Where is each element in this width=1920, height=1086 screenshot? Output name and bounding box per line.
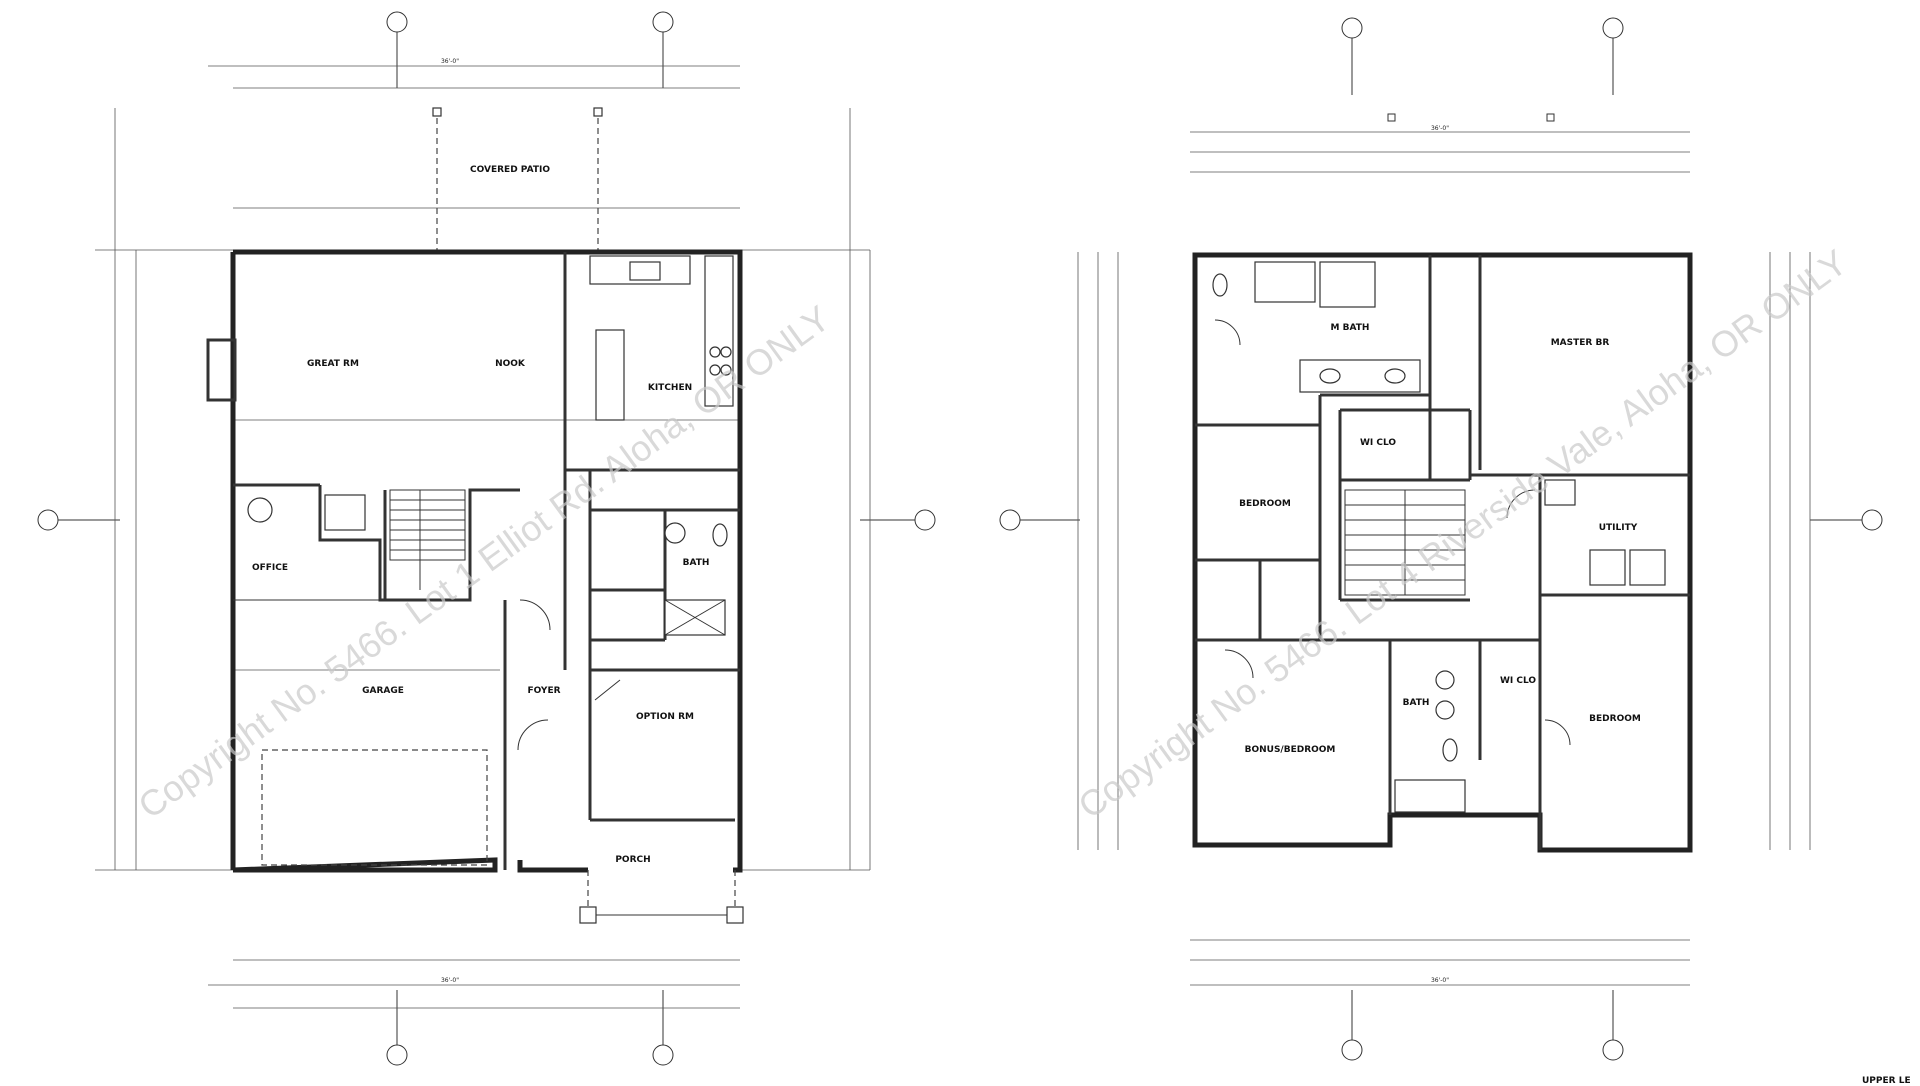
room-label-m-bath: M BATH: [1331, 323, 1370, 333]
room-label-bath-upper: BATH: [1403, 698, 1430, 708]
room-label-porch: PORCH: [615, 855, 650, 865]
main-interior-walls: [233, 252, 740, 870]
room-label-bedroom-1: BEDROOM: [1239, 499, 1291, 509]
cooktop-burner: [720, 346, 732, 358]
room-label-great-rm: GREAT RM: [307, 359, 359, 369]
door-swing: [1224, 649, 1254, 679]
garage-door-outline: [261, 749, 488, 866]
room-label-garage: GARAGE: [362, 686, 404, 696]
overall-dimension-main: 36'-0": [441, 58, 459, 65]
door-swing: [519, 599, 551, 631]
sink: [1384, 368, 1406, 384]
sheet-title: UPPER LE: [1862, 1076, 1911, 1086]
fireplace: [206, 338, 237, 402]
upper-floor-plan: 36'-0" 36'-0": [999, 17, 1883, 1061]
copyright-watermark-left: Copyright No. 5466. Lot 1 Elliot Rd. Alo…: [131, 297, 838, 826]
toilet: [1212, 273, 1228, 297]
utility-sink: [1544, 479, 1576, 506]
door-swing: [517, 719, 549, 751]
cooktop-burner: [720, 364, 732, 376]
covered-patio-outline: [432, 107, 603, 250]
sink: [1435, 700, 1455, 720]
room-label-nook: NOOK: [495, 359, 526, 369]
room-label-wi-clo-master: WI CLO: [1360, 438, 1396, 448]
overall-dimension-upper: 36'-0": [1431, 125, 1449, 132]
dimension-lines-main: [95, 65, 871, 1009]
porch-outline: [579, 870, 744, 924]
master-shower: [1319, 261, 1376, 308]
door-swing: [594, 679, 621, 701]
toilet: [712, 523, 728, 547]
copyright-watermark-right: Copyright No. 5466. Lot 4 Riverside Vale…: [1071, 241, 1855, 826]
door-swing: [1544, 719, 1571, 746]
cooktop-burner: [709, 346, 721, 358]
grid-markers-upper: [999, 17, 1883, 1061]
toilet: [1442, 738, 1458, 762]
kitchen-island: [595, 329, 625, 421]
room-label-bonus-bedroom: BONUS/BEDROOM: [1245, 745, 1336, 755]
door-swing: [1506, 489, 1536, 519]
room-label-utility: UTILITY: [1599, 523, 1638, 533]
room-label-wi-clo: WI CLO: [1500, 676, 1536, 686]
furnace: [324, 494, 366, 531]
main-floor-plan: 36'-0" 36'-0": [37, 11, 936, 1066]
bathtub: [1254, 261, 1316, 303]
dimension-lines-upper: [1077, 113, 1811, 986]
grid-markers-main: [37, 11, 936, 1066]
kitchen-counter-side: [704, 255, 734, 407]
overall-dimension-upper-bottom: 36'-0": [1431, 977, 1449, 984]
bath-sink: [664, 522, 686, 544]
main-exterior-wall: [230, 249, 743, 873]
room-label-option-rm: OPTION RM: [636, 712, 694, 722]
room-label-foyer: FOYER: [527, 686, 560, 696]
room-label-bedroom-2: BEDROOM: [1589, 714, 1641, 724]
room-label-master-br: MASTER BR: [1551, 338, 1610, 348]
main-stair: [389, 489, 466, 590]
room-label-covered-patio: COVERED PATIO: [470, 165, 550, 175]
overall-dimension-main-bottom: 36'-0": [441, 977, 459, 984]
cooktop-burner: [709, 364, 721, 376]
room-label-bath: BATH: [683, 558, 710, 568]
upper-stair: [1344, 489, 1466, 596]
upper-interior-walls: [1195, 255, 1690, 850]
water-heater: [247, 497, 273, 523]
sink: [1319, 368, 1341, 384]
sink: [1435, 670, 1455, 690]
room-label-office: OFFICE: [252, 563, 288, 573]
door-swing: [1214, 319, 1241, 346]
room-label-kitchen: KITCHEN: [648, 383, 692, 393]
hall-bathtub: [1394, 779, 1466, 813]
dryer: [1629, 549, 1666, 586]
kitchen-sink: [629, 261, 661, 281]
washer: [1589, 549, 1626, 586]
